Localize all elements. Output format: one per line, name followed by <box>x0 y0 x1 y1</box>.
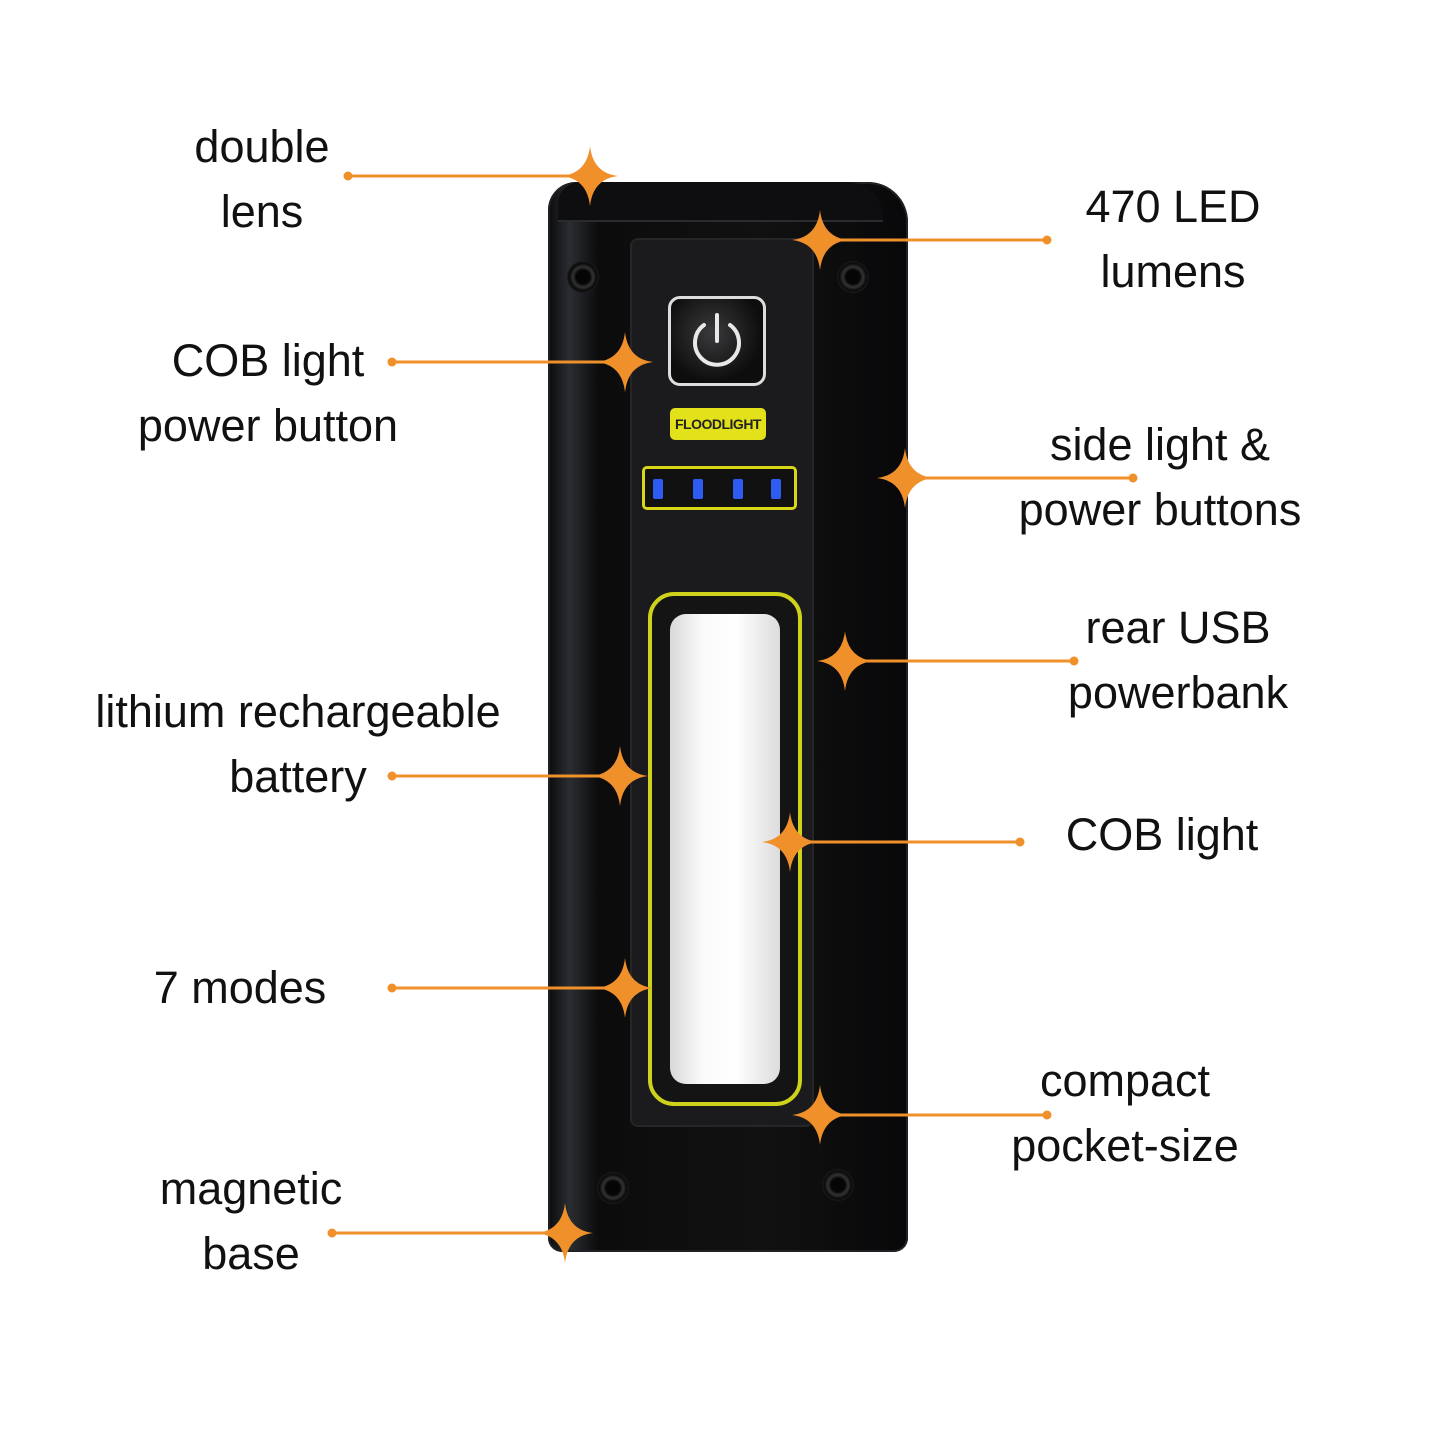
sparkle-star-icon <box>792 210 848 270</box>
callout-dot <box>387 357 397 367</box>
sparkle-star-icon <box>877 448 933 508</box>
callout-compact: compact pocket-size <box>1011 1048 1239 1178</box>
callout-double-lens: double lens <box>194 114 329 244</box>
floodlight-label: FLOODLIGHT <box>670 408 766 440</box>
callout-dot <box>1042 235 1052 245</box>
callout-text: magnetic <box>159 1163 343 1214</box>
callout-dot <box>327 1228 337 1238</box>
callout-text: lens <box>220 186 304 237</box>
callout-modes: 7 modes <box>154 955 327 1020</box>
callout-text: double <box>194 121 330 172</box>
screw-icon <box>837 261 869 293</box>
callout-dot <box>387 983 397 993</box>
screw-icon <box>597 1172 629 1204</box>
callout-magnetic-base: magnetic base <box>160 1156 343 1286</box>
indicator-led <box>771 479 781 499</box>
callout-side-buttons: side light & power buttons <box>1019 412 1302 542</box>
callout-text: rear USB <box>1085 602 1271 653</box>
sparkle-star-icon <box>537 1203 593 1263</box>
sparkle-star-icon <box>597 332 653 392</box>
power-button[interactable] <box>668 296 766 386</box>
sparkle-star-icon <box>592 746 648 806</box>
sparkle-star-icon <box>792 1085 848 1145</box>
callout-dot <box>387 771 397 781</box>
battery-indicator <box>642 466 797 510</box>
callout-text: lithium rechargeable <box>95 686 501 737</box>
callout-dot <box>343 171 353 181</box>
indicator-led <box>733 479 743 499</box>
sparkle-star-icon <box>762 812 818 872</box>
callout-dot <box>1069 656 1079 666</box>
power-icon <box>693 313 741 367</box>
callout-text: powerbank <box>1067 667 1289 718</box>
callout-text: COB light <box>1065 809 1259 860</box>
callout-cob-light: COB light <box>1066 802 1259 867</box>
callout-text: 7 modes <box>153 962 327 1013</box>
sparkle-star-icon <box>817 631 873 691</box>
callout-text: COB light <box>171 335 365 386</box>
screw-icon <box>567 261 599 293</box>
callout-lumens: 470 LED lumens <box>1085 174 1260 304</box>
callout-text: battery <box>229 751 367 802</box>
double-lens-cap <box>558 182 883 222</box>
callout-text: side light & <box>1049 419 1271 470</box>
callout-text: base <box>202 1228 300 1279</box>
indicator-led <box>653 479 663 499</box>
callout-battery: lithium rechargeable battery <box>95 679 500 809</box>
sparkle-star-icon <box>562 146 618 206</box>
callout-dot <box>1042 1110 1052 1120</box>
callout-dot <box>1015 837 1025 847</box>
callout-text: 470 LED <box>1085 181 1261 232</box>
callout-text: lumens <box>1100 246 1246 297</box>
callout-cob-power-button: COB light power button <box>138 328 398 458</box>
cob-light <box>670 614 780 1084</box>
callout-text: compact <box>1039 1055 1211 1106</box>
callout-text: pocket-size <box>1011 1120 1239 1171</box>
callout-text: power buttons <box>1018 484 1302 535</box>
indicator-led <box>693 479 703 499</box>
callout-usb-powerbank: rear USB powerbank <box>1068 595 1288 725</box>
screw-icon <box>822 1169 854 1201</box>
sparkle-star-icon <box>597 958 653 1018</box>
cob-light-window <box>648 592 802 1106</box>
callout-dot <box>1128 473 1138 483</box>
callout-text: power button <box>137 400 399 451</box>
